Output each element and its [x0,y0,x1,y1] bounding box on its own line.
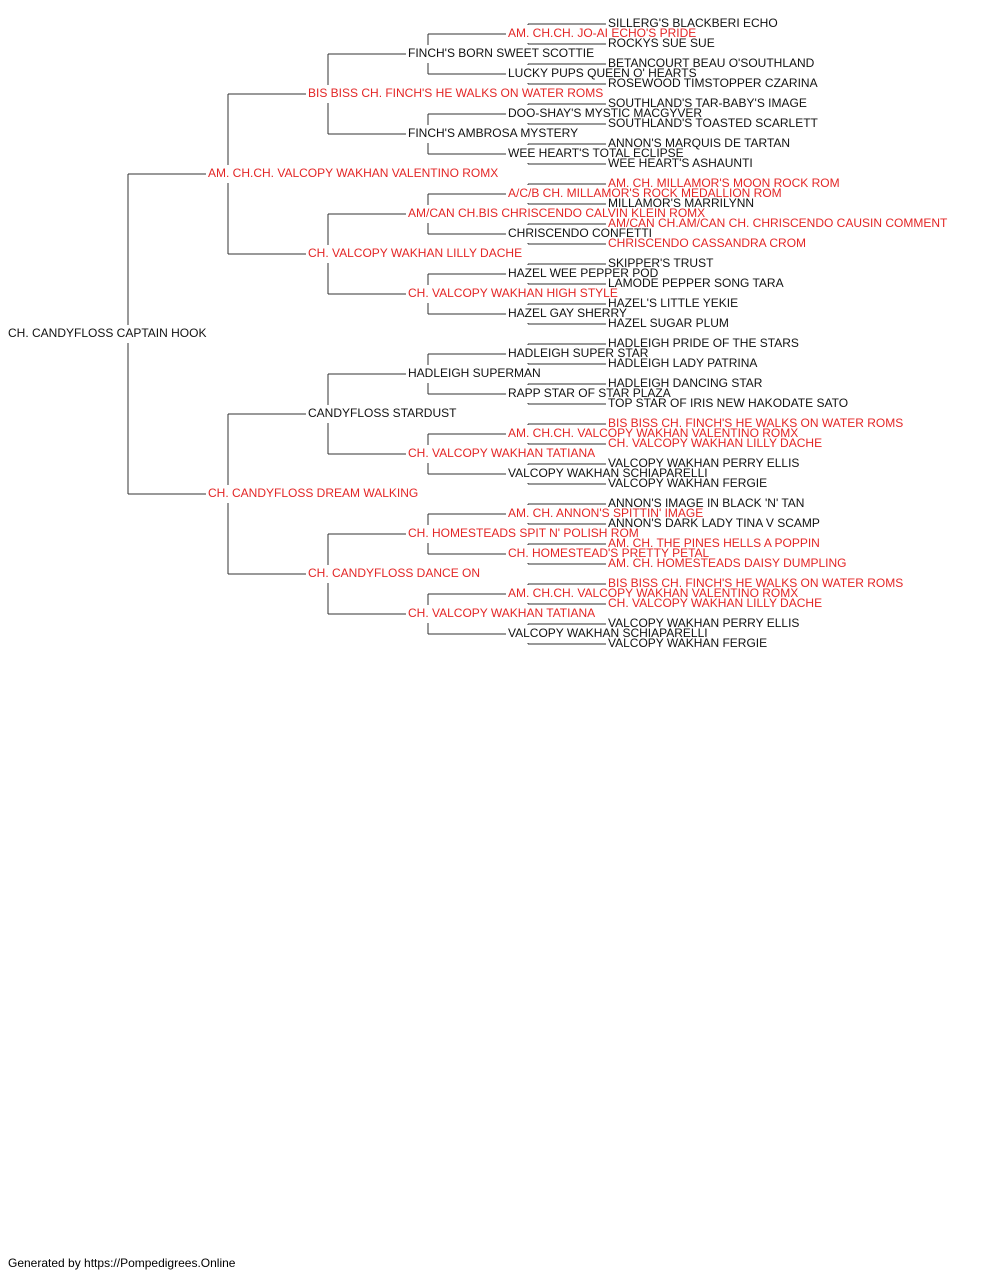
dog-name-dsd: CH. VALCOPY WAKHAN TATIANA [408,446,595,460]
dog-name-ssd: FINCH'S AMBROSA MYSTERY [408,126,578,140]
dog-name-sddd: HAZEL GAY SHERRY [508,306,627,320]
dog-name-sdsdd: CHRISCENDO CASSANDRA CROM [608,236,806,250]
dog-name-ddssd: ANNON'S DARK LADY TINA V SCAMP [608,516,820,530]
dog-name-ssdss: SOUTHLAND'S TAR-BABY'S IMAGE [608,96,807,110]
dog-name-sdsd: CHRISCENDO CONFETTI [508,226,652,240]
dog-name-dddd: VALCOPY WAKHAN SCHIAPARELLI [508,626,708,640]
dog-name-sdsss: AM. CH. MILLAMOR'S MOON ROCK ROM [608,176,840,190]
dog-name-subject: CH. CANDYFLOSS CAPTAIN HOOK [8,326,206,340]
dog-name-ddsds: AM. CH. THE PINES HELLS A POPPIN [608,536,820,550]
dog-name-sssdd: ROSEWOOD TIMSTOPPER CZARINA [608,76,818,90]
dog-name-dds: CH. HOMESTEADS SPIT N' POLISH ROM [408,526,639,540]
connector-lines [127,23,606,645]
dog-name-ssss: AM. CH.CH. JO-AI ECHO'S PRIDE [508,26,696,40]
dog-name-sd: CH. VALCOPY WAKHAN LILLY DACHE [308,246,522,260]
dog-name-sdsds: AM/CAN CH.AM/CAN CH. CHRISCENDO CAUSIN C… [608,216,948,230]
dog-name-dsdds: VALCOPY WAKHAN PERRY ELLIS [608,456,799,470]
dog-name-ddsss: ANNON'S IMAGE IN BLACK 'N' TAN [608,496,804,510]
dog-name-dss: HADLEIGH SUPERMAN [408,366,541,380]
dog-name-ssds: DOO-SHAY'S MYSTIC MACGYVER [508,106,702,120]
dog-name-dddsd: CH. VALCOPY WAKHAN LILLY DACHE [608,596,822,610]
dog-name-sdss: A/C/B CH. MILLAMOR'S ROCK MEDALLION ROM [508,186,782,200]
dog-name-ddsdd: AM. CH. HOMESTEADS DAISY DUMPLING [608,556,846,570]
pedigree-tree: CH. CANDYFLOSS CAPTAIN HOOK AM. CH.CH. VA… [8,16,948,650]
dog-name-d: CH. CANDYFLOSS DREAM WALKING [208,486,418,500]
dog-name-dsdss: BIS BISS CH. FINCH'S HE WALKS ON WATER R… [608,416,903,430]
dog-name-ssddd: WEE HEART'S ASHAUNTI [608,156,753,170]
dog-name-ssdds: ANNON'S MARQUIS DE TARTAN [608,136,790,150]
dog-name-sdddd: HAZEL SUGAR PLUM [608,316,729,330]
dog-name-dssd: RAPP STAR OF STAR PLAZA [508,386,671,400]
dog-name-ddd: CH. VALCOPY WAKHAN TATIANA [408,606,595,620]
dog-name-sddds: HAZEL'S LITTLE YEKIE [608,296,738,310]
dog-name-dddds: VALCOPY WAKHAN PERRY ELLIS [608,616,799,630]
dog-name-dd: CH. CANDYFLOSS DANCE ON [308,566,480,580]
dog-name-dssdd: TOP STAR OF IRIS NEW HAKODATE SATO [608,396,848,410]
dog-name-dddss: BIS BISS CH. FINCH'S HE WALKS ON WATER R… [608,576,903,590]
dog-name-sssds: BETANCOURT BEAU O'SOUTHLAND [608,56,815,70]
dog-name-sss: FINCH'S BORN SWEET SCOTTIE [408,46,594,60]
dog-name-ddddd: VALCOPY WAKHAN FERGIE [608,636,767,650]
dog-name-sdds: HAZEL WEE PEPPER POD [508,266,659,280]
dog-name-dsssd: HADLEIGH LADY PATRINA [608,356,757,370]
dog-name-ss: BIS BISS CH. FINCH'S HE WALKS ON WATER R… [308,86,603,100]
dog-name-sdd: CH. VALCOPY WAKHAN HIGH STYLE [408,286,618,300]
dog-name-sssd: LUCKY PUPS QUEEN O' HEARTS [508,66,697,80]
dog-name-sddss: SKIPPER'S TRUST [608,256,714,270]
dog-name-ds: CANDYFLOSS STARDUST [308,406,457,420]
dog-name-ddds: AM. CH.CH. VALCOPY WAKHAN VALENTINO ROMX [508,586,798,600]
dog-name-dsddd: VALCOPY WAKHAN FERGIE [608,476,767,490]
dog-name-dssds: HADLEIGH DANCING STAR [608,376,763,390]
dog-name-sds: AM/CAN CH.BIS CHRISCENDO CALVIN KLEIN RO… [408,206,705,220]
dog-name-dsdd: VALCOPY WAKHAN SCHIAPARELLI [508,466,708,480]
dog-name-ssdd: WEE HEART'S TOTAL ECLIPSE [508,146,684,160]
dog-name-dsdsd: CH. VALCOPY WAKHAN LILLY DACHE [608,436,822,450]
dog-name-dssss: HADLEIGH PRIDE OF THE STARS [608,336,799,350]
dog-name-sdssd: MILLAMOR'S MARRILYNN [608,196,754,210]
generated-by-footer: Generated by https://Pompedigrees.Online [8,1256,236,1270]
dog-name-ddsd: CH. HOMESTEAD'S PRETTY PETAL [508,546,710,560]
dog-name-dsds: AM. CH.CH. VALCOPY WAKHAN VALENTINO ROMX [508,426,798,440]
dog-name-s: AM. CH.CH. VALCOPY WAKHAN VALENTINO ROMX [208,166,498,180]
dog-name-ssssd: ROCKYS SUE SUE [608,36,715,50]
dog-name-ssdsd: SOUTHLAND'S TOASTED SCARLETT [608,116,819,130]
dog-name-sddsd: LAMODE PEPPER SONG TARA [608,276,784,290]
dog-names: CH. CANDYFLOSS CAPTAIN HOOK AM. CH.CH. VA… [8,16,948,650]
dog-name-ddss: AM. CH. ANNON'S SPITTIN' IMAGE [508,506,703,520]
dog-name-sssss: SILLERG'S BLACKBERI ECHO [608,16,778,30]
dog-name-dsss: HADLEIGH SUPER STAR [508,346,649,360]
